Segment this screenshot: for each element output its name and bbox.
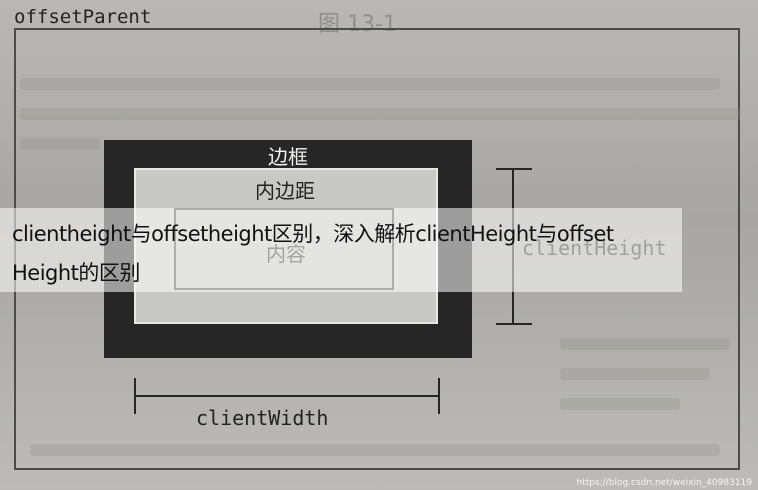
ghost-text-line xyxy=(560,338,730,350)
caption-line: clientheight与offsetheight区别，深入解析clientHe… xyxy=(12,222,614,246)
ghost-text-line xyxy=(20,138,100,150)
ghost-text-line xyxy=(20,78,720,90)
watermark: https://blog.csdn.net/weixin_40983119 xyxy=(576,478,752,488)
caption-line: Height的区别 xyxy=(12,261,140,285)
client-width-measure-left-tick xyxy=(134,378,136,414)
ghost-text-line xyxy=(20,108,740,120)
offset-parent-label: offsetParent xyxy=(14,6,152,28)
ghost-text-line xyxy=(560,368,710,380)
client-width-label: clientWidth xyxy=(196,406,329,430)
ghost-text-line xyxy=(30,444,720,456)
client-width-measure-line xyxy=(134,395,440,397)
border-label: 边框 xyxy=(268,145,308,169)
client-height-measure-top-tick xyxy=(496,168,532,170)
client-width-measure-right-tick xyxy=(438,378,440,414)
faint-figure-title: 图 13-1 xyxy=(318,12,397,37)
ghost-text-line xyxy=(560,398,680,410)
padding-label: 内边距 xyxy=(255,179,315,203)
caption-overlay xyxy=(0,208,682,292)
client-height-measure-bottom-tick xyxy=(496,323,532,325)
